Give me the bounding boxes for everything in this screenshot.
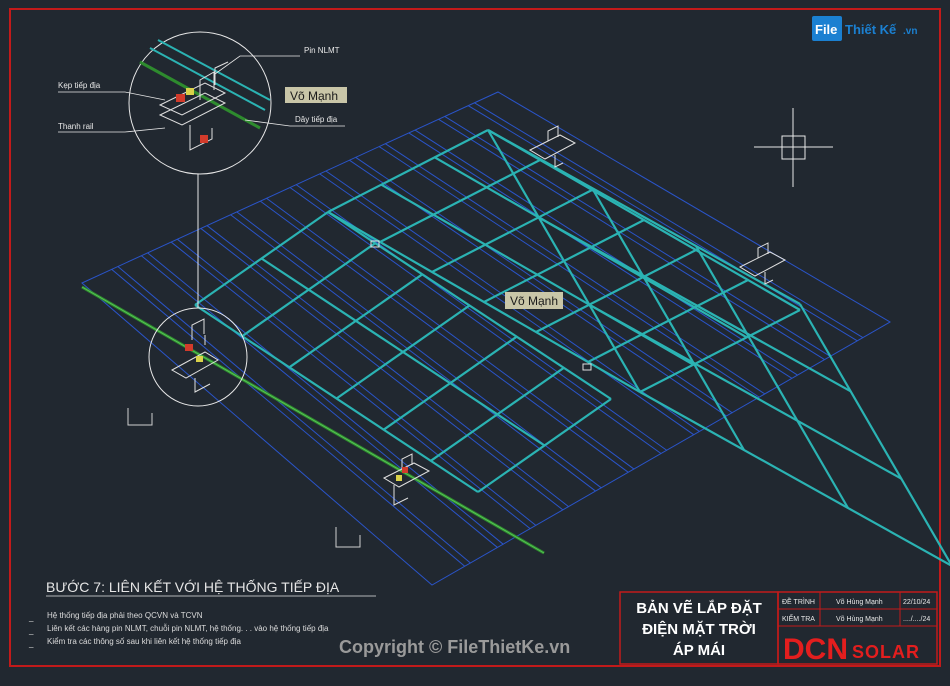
note-1: Hệ thống tiếp địa phải theo QCVN và TCVN	[47, 611, 203, 620]
grounding-wire	[81, 285, 545, 555]
panel-frame-line	[487, 129, 801, 305]
panel-frame-line	[588, 303, 902, 480]
roof-rib	[176, 238, 537, 527]
roof-rib	[111, 268, 466, 567]
roof-rib	[265, 197, 635, 470]
title-block: BẢN VẼ LẮP ĐẶT ĐIỆN MẶT TRỜI ÁP MÁI ĐỀ T…	[619, 591, 938, 666]
svg-text:.vn: .vn	[903, 26, 917, 37]
step-title: BƯỚC 7: LIÊN KẾT VỚI HỆ THỐNG TIẾP ĐỊA	[46, 578, 340, 595]
roof-rib	[474, 102, 864, 339]
panel-frame-line	[639, 309, 801, 393]
panel-frame-line	[431, 189, 593, 273]
panel-frame-line	[288, 273, 423, 369]
detail-circle-mid	[148, 307, 248, 407]
label-wire: Dây tiếp địa	[295, 115, 338, 124]
row2-role: KIỂM TRA	[782, 614, 815, 623]
roof-rib	[200, 228, 564, 511]
roof-rib	[117, 265, 472, 564]
author-tag-box	[285, 87, 347, 103]
title-line-2: ĐIỆN MẶT TRỜI	[642, 620, 756, 638]
panel-frame-line	[799, 303, 950, 565]
row2-date: ..../..../24	[903, 616, 930, 623]
roof-rib	[438, 118, 825, 360]
panel-frame-line	[241, 242, 376, 338]
roof-rib	[170, 241, 531, 530]
row2-name: Võ Hùng Mạnh	[836, 616, 883, 623]
panel-frame-line	[695, 245, 849, 509]
panel-frame-line	[383, 335, 518, 431]
panel-frame-line	[538, 216, 852, 393]
label-clamp: Kẹp tiếp địa	[58, 81, 101, 90]
row1-role: ĐỀ TRÌNH	[782, 596, 815, 606]
roof-sheet	[81, 91, 891, 586]
svg-text:_: _	[28, 613, 34, 622]
drawing-frame	[9, 8, 941, 667]
panel-frame-line	[194, 211, 329, 306]
site-logo: File Thiết Kế .vn	[812, 16, 917, 41]
svg-text:_: _	[28, 639, 34, 648]
label-rail: Thanh rail	[58, 122, 94, 131]
roof-rib	[141, 255, 498, 548]
roof-rib	[408, 132, 793, 379]
panel-frame-line	[327, 129, 489, 213]
roof-rib	[236, 211, 602, 489]
roof-rib	[444, 115, 831, 357]
callout-leaders	[58, 55, 345, 133]
step-notes: _ _ _ Hệ thống tiếp địa phải theo QCVN v…	[28, 611, 329, 648]
company-logo-dcn: DCN	[783, 633, 848, 666]
title-line-1: BẢN VẼ LẮP ĐẶT	[636, 599, 762, 617]
roof-rib	[289, 187, 662, 454]
mounting-clamps	[370, 125, 787, 506]
label-pin: Pin NLMT	[304, 46, 340, 55]
row1-date: 22/10/24	[903, 599, 930, 606]
note-2: Liên kết các hàng pin NLMT, chuỗi pin NL…	[47, 624, 329, 633]
watermark-text: Võ Mạnh	[510, 294, 558, 308]
row1-name: Võ Hùng Mạnh	[836, 599, 883, 606]
roof-rib	[259, 200, 629, 473]
author-tag: Võ Mạnh	[290, 89, 338, 103]
detail-circle-top	[128, 31, 272, 175]
panel-frame-line	[335, 304, 471, 400]
roof-supports	[127, 408, 361, 548]
svg-text:Thiết Kế: Thiết Kế	[845, 22, 897, 37]
svg-text:_: _	[28, 626, 34, 635]
roof-rib	[384, 143, 766, 395]
svg-text:File: File	[815, 22, 837, 37]
roof-rib	[414, 129, 799, 376]
solar-panel-array	[194, 129, 950, 567]
company-logo-solar: SOLAR	[852, 642, 920, 662]
copyright-text: Copyright © FileThietKe.vn	[339, 637, 570, 657]
note-3: Kiểm tra các thông số sau khi liên kết h…	[47, 637, 241, 646]
crosshair-symbol	[754, 108, 833, 187]
roof-rib	[355, 156, 733, 414]
panel-frame-line	[430, 366, 565, 462]
watermark-box	[505, 292, 563, 309]
panel-frame-line	[487, 129, 641, 393]
title-line-3: ÁP MÁI	[673, 642, 725, 659]
roof-rib	[147, 252, 504, 545]
roof-rib	[468, 105, 858, 342]
panel-frame-line	[591, 187, 745, 451]
roof-rib	[230, 214, 596, 492]
panel-frame-line	[477, 398, 612, 493]
panel-frame-line	[639, 391, 950, 567]
roof-rib	[206, 225, 570, 508]
panel-frame-line	[535, 249, 697, 333]
